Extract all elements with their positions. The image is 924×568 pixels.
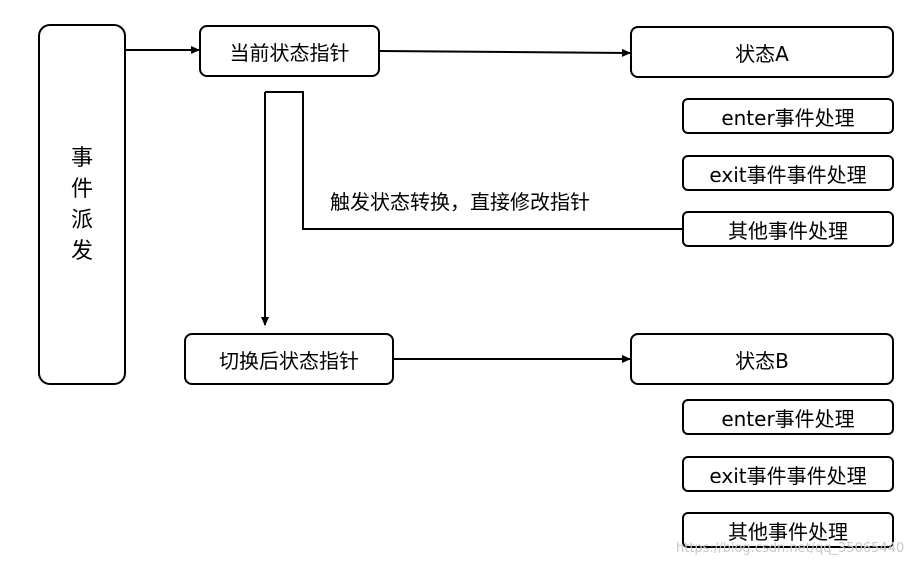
dispatch-char: 事 (70, 145, 93, 171)
current-state-pointer-box: 当前状态指针 (199, 25, 380, 77)
transition-label: 触发状态转换，直接修改指针 (330, 190, 590, 214)
event-dispatch-box: 事 件 派 发 (38, 24, 126, 385)
state-a-other-handler: 其他事件处理 (682, 211, 894, 247)
state-a-title: 状态A (735, 41, 789, 66)
state-a-exit-handler: exit事件事件处理 (682, 155, 894, 191)
handler-label: enter事件处理 (721, 406, 855, 431)
handler-label: 其他事件处理 (728, 519, 848, 544)
state-b-title: 状态B (735, 348, 789, 373)
state-b-box: 状态B (630, 333, 894, 385)
transition-path (265, 91, 683, 230)
switched-state-pointer-label: 切换后状态指针 (219, 348, 359, 373)
state-b-exit-handler: exit事件事件处理 (682, 456, 894, 492)
dispatch-char: 派 (70, 207, 93, 233)
handler-label: exit事件事件处理 (709, 162, 867, 187)
state-a-box: 状态A (630, 26, 894, 78)
handler-label: exit事件事件处理 (709, 463, 867, 488)
state-b-enter-handler: enter事件处理 (682, 399, 894, 435)
dispatch-char: 件 (70, 176, 93, 202)
handler-label: 其他事件处理 (728, 218, 848, 243)
dispatch-char: 发 (70, 238, 93, 264)
state-b-other-handler: 其他事件处理 (682, 512, 894, 548)
arrow-current-to-state-a (379, 48, 631, 57)
watermark: https://blog.csdn.net/qq_35065440 (676, 541, 905, 556)
state-a-enter-handler: enter事件处理 (682, 98, 894, 134)
switched-state-pointer-box: 切换后状态指针 (184, 333, 394, 385)
handler-label: enter事件处理 (721, 105, 855, 130)
current-state-pointer-label: 当前状态指针 (229, 40, 350, 65)
